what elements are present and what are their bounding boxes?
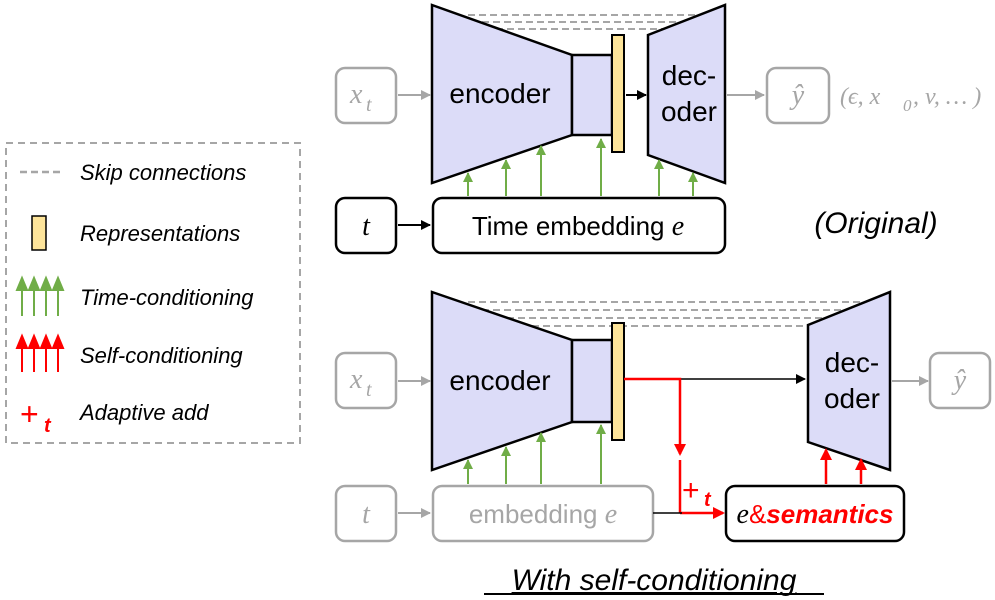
semantics-var: e — [737, 499, 749, 530]
input-xt-var-bottom: x — [349, 364, 363, 395]
time-embedding-box-top — [431, 196, 727, 255]
skip-connections-bottom — [468, 301, 862, 327]
decoder-block-top — [646, 3, 727, 185]
time-conditioning-arrows-top — [463, 138, 698, 196]
output-box-top — [765, 66, 831, 125]
legend-frame — [5, 142, 301, 444]
output-params-sub: 0 — [903, 96, 912, 115]
representation-swatch — [31, 215, 47, 251]
input-xt-box-top — [334, 66, 398, 125]
adaptive-add-symbol-bottom: + — [682, 474, 700, 507]
self-conditioning-diagram: x t encoder dec- oder ŷ + t — [334, 290, 992, 597]
time-embedding-label-top: Time embedding e — [472, 211, 684, 242]
bottleneck-block-top — [570, 53, 614, 137]
decoder-label-line1-bottom: dec- — [825, 347, 879, 378]
decoder-block-bottom — [806, 290, 892, 472]
time-t-box-top — [334, 196, 398, 255]
output-yhat-bottom: ŷ — [951, 365, 967, 396]
time-t-box-bottom — [334, 484, 398, 543]
output-params-head: (ϵ, x — [840, 84, 881, 110]
semantics-amp: & — [749, 499, 766, 529]
self-conditioning-path — [624, 377, 686, 456]
time-embedding-text-top: Time embedding — [472, 211, 672, 241]
output-box-bottom — [928, 351, 992, 410]
skip-connections-top — [468, 14, 695, 30]
adaptive-add-sub-bottom: t — [704, 489, 712, 511]
input-xt-sub-bottom: t — [366, 379, 372, 401]
embedding-label-bottom: embedding e — [469, 499, 617, 530]
decoder-label-line1-top: dec- — [662, 60, 716, 91]
decoder-label-line2-top: oder — [661, 96, 717, 127]
semantics-box — [724, 484, 906, 543]
self-conditioning-caption: With self-conditioning — [512, 564, 797, 597]
time-conditioning-arrows-icon — [15, 275, 65, 316]
legend-repr-label: Representations — [80, 221, 240, 246]
output-params-tail: , v, … ) — [913, 84, 981, 110]
original-caption: (Original) — [814, 207, 937, 240]
input-xt-var-top: x — [349, 79, 363, 110]
embedding-var-bottom: e — [605, 499, 617, 530]
legend-adaptive-label: Adaptive add — [78, 400, 209, 425]
time-t-label-top: t — [362, 211, 371, 242]
self-conditioning-arrows-bottom — [820, 448, 867, 484]
decoder-label-line2-bottom: oder — [824, 383, 880, 414]
self-conditioning-arrows-icon — [15, 333, 65, 372]
encoder-label-bottom: encoder — [449, 365, 550, 396]
adaptive-add-symbol: + — [20, 396, 39, 432]
time-t-label-bottom: t — [362, 499, 371, 530]
semantics-label: e&semantics — [737, 499, 894, 530]
original-diagram: x t encoder dec- oder ŷ (ϵ, x 0 , v, … ) — [334, 3, 981, 255]
representation-bar-bottom — [611, 322, 625, 441]
encoder-label-top: encoder — [449, 78, 550, 109]
legend: Skip connections Representations Time-co… — [5, 142, 301, 444]
legend-skip-label: Skip connections — [80, 160, 246, 185]
legend-time-cond-label: Time-conditioning — [80, 285, 254, 310]
embedding-text-bottom: embedding — [469, 499, 605, 529]
time-conditioning-arrows-bottom — [463, 424, 606, 484]
legend-self-cond-label: Self-conditioning — [80, 343, 243, 368]
representation-bar-top — [611, 34, 625, 153]
semantics-text: semantics — [766, 499, 893, 529]
output-yhat-top: ŷ — [789, 80, 805, 111]
input-xt-sub-top: t — [366, 94, 372, 116]
time-embedding-var-top: e — [672, 211, 684, 242]
adaptive-add-subscript: t — [44, 415, 52, 437]
input-xt-box-bottom — [334, 351, 398, 410]
bottleneck-block-bottom — [570, 338, 614, 424]
